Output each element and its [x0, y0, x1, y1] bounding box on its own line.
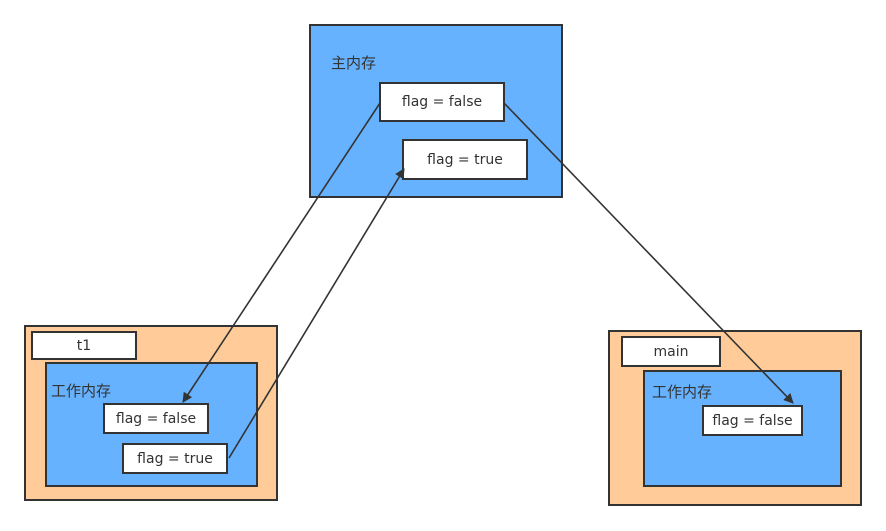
arrow-read-to-t1 [182, 102, 381, 403]
thread-t1-flag-false: flag = false [103, 403, 209, 434]
thread-t1-name: t1 [31, 331, 137, 360]
arrow-read-to-main [503, 102, 794, 404]
thread-main-working-memory-title: 工作内存 [652, 383, 713, 401]
main-memory-title: 主内存 [331, 54, 377, 72]
main-memory-flag-true: flag = true [402, 139, 528, 180]
thread-t1-flag-true: flag = true [122, 443, 228, 474]
main-memory-flag-false: flag = false [379, 82, 505, 122]
thread-t1-working-memory-title: 工作内存 [51, 382, 112, 400]
arrow-write-back-from-t1 [228, 168, 405, 459]
thread-main-flag-false: flag = false [702, 405, 803, 436]
thread-main-name: main [621, 336, 721, 367]
